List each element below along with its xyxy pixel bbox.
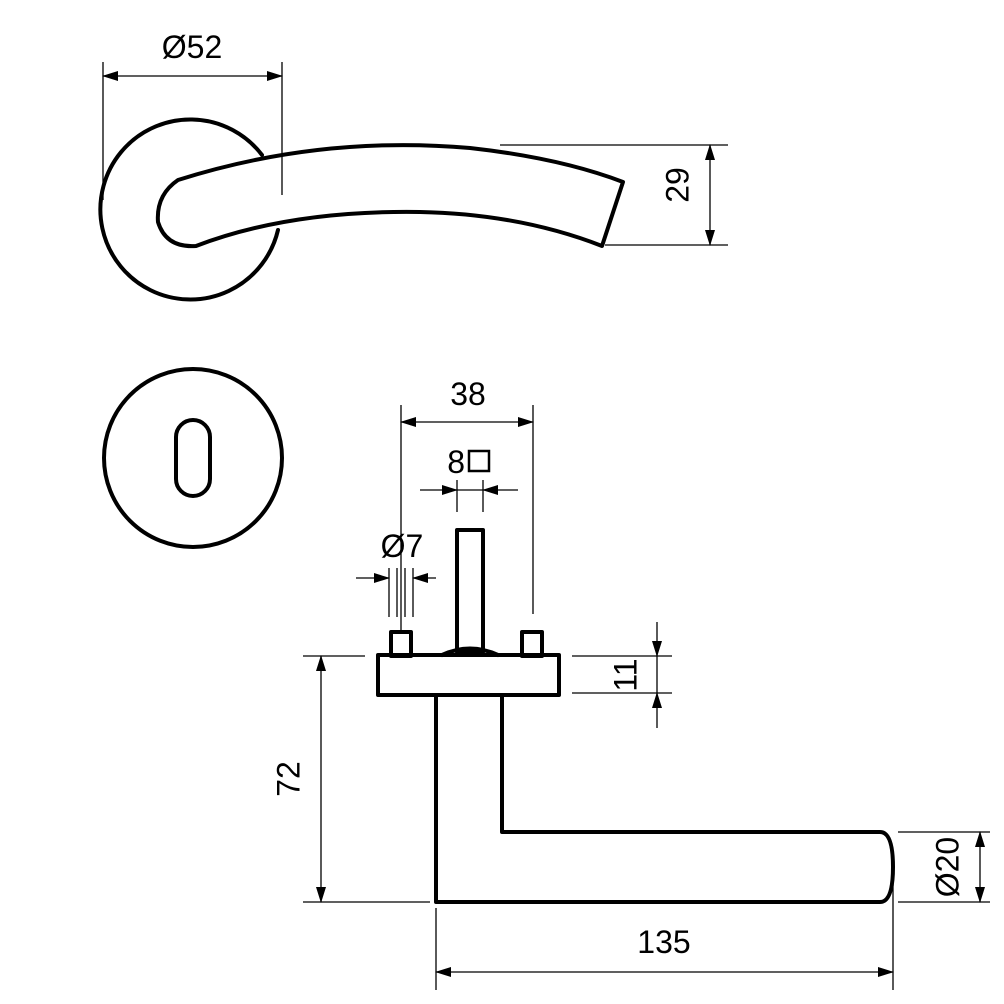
escutcheon-outline [102,367,284,549]
square-spindle-label: 8 [447,444,465,480]
lever-diameter-label: Ø20 [929,837,965,897]
keyhole-slot [174,418,212,498]
lever-height-dimension: 29 [500,144,728,246]
pin-diameter-dimension: Ø7 [356,528,436,617]
square-symbol-icon [467,449,491,473]
rose-diameter-label: Ø52 [162,29,222,65]
rose-thickness-dimension: 11 [572,622,672,728]
lever-height-label: 29 [659,167,695,203]
lever-outline [155,143,625,249]
rose-outline [98,117,280,302]
spindle-span-dimension: 38 [400,376,534,632]
rose-base [376,653,561,697]
square-spindle [455,528,485,654]
pin-diameter-label: Ø7 [381,528,424,564]
square-spindle-dimension: 8 [420,444,518,512]
lever-length-dimension: 135 [435,880,894,990]
lever-diameter-dimension: Ø20 [898,831,990,903]
keyhole-escutcheon [102,367,284,549]
fixing-pin-left [389,630,413,658]
lever-top-view [98,117,625,302]
lever-projection-label: 72 [270,761,306,797]
lever-projection-dimension: 72 [270,655,430,903]
rose-thickness-label: 11 [607,658,643,691]
spindle-span-label: 38 [450,376,486,412]
lever-length-label: 135 [637,924,690,960]
lever-body [434,693,895,904]
lever-side-view [376,528,895,904]
fixing-pin-right [520,630,544,658]
rose-diameter-dimension: Ø52 [102,29,283,200]
